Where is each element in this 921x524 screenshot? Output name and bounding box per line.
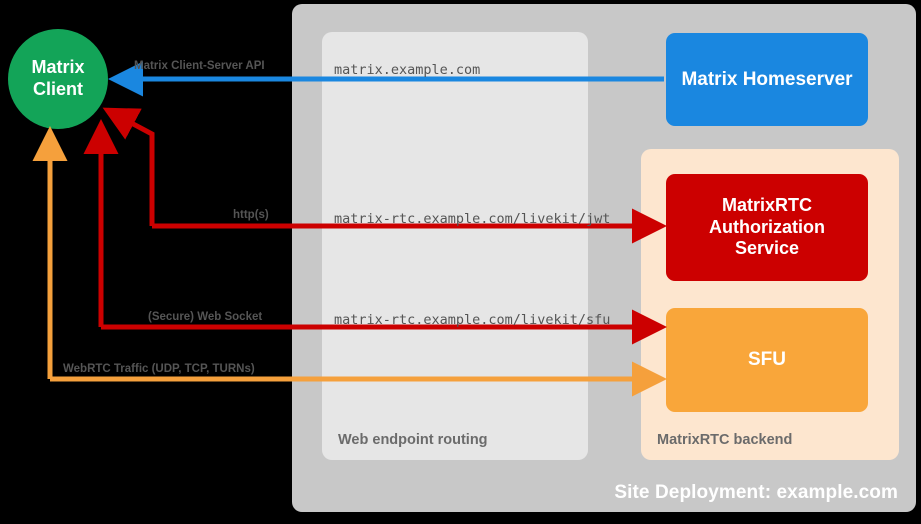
node-auth-label-line1: MatrixRTC bbox=[721, 194, 812, 215]
node-sfu-label: SFU bbox=[748, 349, 786, 371]
node-auth-label-line3: Service bbox=[734, 238, 800, 259]
node-matrix-client-label-line2: Client bbox=[32, 79, 83, 99]
url-label-livekit-sfu: matrix-rtc.example.com/livekit/sfu bbox=[334, 312, 611, 328]
edge-label-https: http(s) bbox=[233, 209, 269, 221]
edge-label-webrtc-traffic: WebRTC Traffic (UDP, TCP, TURNs) bbox=[63, 363, 255, 375]
site-deployment-label: Site Deployment: example.com bbox=[614, 482, 898, 503]
edge-label-matrix-client-server-api: Matrix Client-Server API bbox=[134, 60, 265, 72]
edge-label-web-socket: (Secure) Web Socket bbox=[148, 311, 263, 323]
edge-https-return bbox=[102, 107, 155, 226]
node-auth-label-line2: Authorization bbox=[709, 216, 825, 237]
node-matrix-client-label-line1: Matrix bbox=[31, 57, 85, 78]
url-label-matrix-example-com: matrix.example.com bbox=[334, 62, 481, 78]
node-matrix-client[interactable]: Matrix Client bbox=[8, 29, 108, 129]
node-matrix-homeserver-label: Matrix Homeserver bbox=[681, 68, 853, 90]
node-matrixrtc-authorization-service[interactable]: MatrixRTC Authorization Service bbox=[666, 174, 868, 281]
web-endpoint-routing-label: Web endpoint routing bbox=[338, 432, 488, 448]
node-matrix-homeserver[interactable]: Matrix Homeserver bbox=[666, 33, 868, 126]
url-label-livekit-jwt: matrix-rtc.example.com/livekit/jwt bbox=[334, 211, 611, 227]
web-endpoint-routing-panel: Web endpoint routing bbox=[322, 32, 588, 460]
node-sfu[interactable]: SFU bbox=[666, 308, 868, 412]
matrixrtc-backend-label: MatrixRTC backend bbox=[657, 432, 793, 448]
